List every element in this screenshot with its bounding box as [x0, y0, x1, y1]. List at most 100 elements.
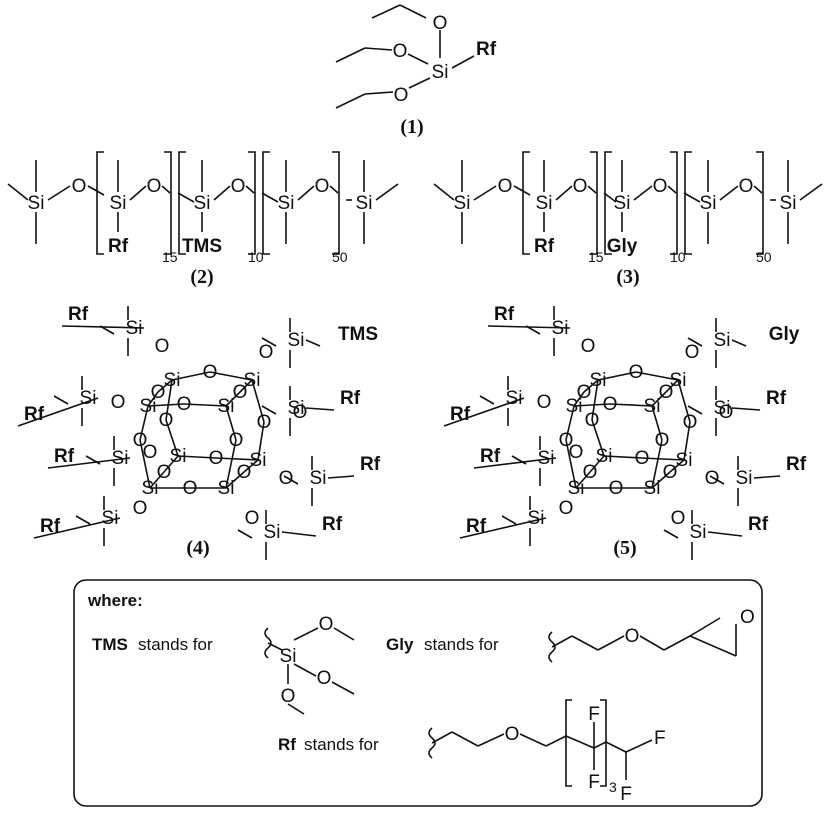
atom-si: Si: [244, 370, 261, 391]
atom-o: O: [209, 448, 224, 469]
atom-si: Si: [568, 478, 585, 499]
atom-si: Si: [690, 522, 707, 543]
compound-label-4: (4): [186, 537, 209, 559]
compound-label-5: (5): [613, 537, 636, 559]
atom-rf: Rf: [340, 388, 361, 409]
atom-o: O: [281, 686, 296, 707]
atom-o: O: [231, 176, 246, 197]
atom-o: O: [569, 442, 584, 463]
compound-2: Si O Si Rf O 15 Si TMS O 10 Si O 50 Si (…: [7, 151, 399, 288]
atom-rf: Rf: [748, 514, 769, 535]
atom-o: O: [629, 362, 644, 383]
legend-rf-key: Rf: [278, 735, 296, 754]
atom-o: O: [739, 176, 754, 197]
atom-si: Si: [536, 193, 553, 214]
atom-rf: Rf: [476, 39, 497, 60]
wavy-bond-icon: [428, 727, 436, 759]
group-gly: Gly: [607, 236, 638, 257]
atom-o: O: [433, 13, 448, 34]
atom-o: O: [573, 176, 588, 197]
atom-o: O: [393, 41, 408, 62]
atom-o: O: [237, 462, 252, 483]
atom-o: O: [581, 336, 596, 357]
legend-tms-key: TMS: [92, 635, 128, 654]
legend-tms-text: stands for: [138, 635, 213, 654]
atom-si: Si: [142, 478, 159, 499]
atom-rf: Rf: [322, 514, 343, 535]
atom-rf: Rf: [766, 388, 787, 409]
atom-si: Si: [280, 646, 297, 667]
atom-si: Si: [780, 193, 797, 214]
atom-o: O: [585, 410, 600, 431]
atom-o: O: [183, 478, 198, 499]
atom-rf: Rf: [480, 446, 501, 467]
atom-si: Si: [288, 330, 305, 351]
atom-si: Si: [528, 508, 545, 529]
atom-f: F: [588, 772, 600, 793]
atom-o: O: [537, 392, 552, 413]
atom-f: F: [620, 784, 632, 805]
atom-si: Si: [164, 370, 181, 391]
atom-o: O: [155, 336, 170, 357]
atom-o: O: [653, 176, 668, 197]
atom-o: O: [583, 462, 598, 483]
atom-si: Si: [278, 193, 295, 214]
atom-si: Si: [596, 446, 613, 467]
atom-si: Si: [356, 193, 373, 214]
atom-o: O: [133, 430, 148, 451]
atom-si: Si: [566, 396, 583, 417]
legend-gly-key: Gly: [386, 635, 414, 654]
legend-gly-text: stands for: [424, 635, 499, 654]
atom-o: O: [143, 442, 158, 463]
atom-o: O: [705, 468, 720, 489]
atom-rf: Rf: [24, 404, 45, 425]
atom-o: O: [147, 176, 162, 197]
atom-si: Si: [140, 396, 157, 417]
atom-o: O: [505, 724, 520, 745]
atom-o: O: [740, 607, 755, 628]
group-tms: TMS: [182, 236, 222, 257]
atom-o: O: [685, 342, 700, 363]
atom-si: Si: [110, 193, 127, 214]
atom-o: O: [319, 614, 334, 635]
atom-rf: Rf: [40, 516, 61, 537]
compound-label-3: (3): [616, 266, 639, 288]
atom-si: Si: [28, 193, 45, 214]
atom-o: O: [257, 412, 272, 433]
atom-o: O: [635, 448, 650, 469]
compound-label-2: (2): [190, 266, 213, 288]
atom-o: O: [245, 508, 260, 529]
atom-si: Si: [676, 450, 693, 471]
compound-label-1: (1): [400, 116, 423, 138]
atom-si: Si: [432, 62, 449, 83]
atom-o: O: [663, 462, 678, 483]
group-gly: Gly: [769, 324, 800, 345]
atom-o: O: [229, 430, 244, 451]
atom-rf: Rf: [450, 404, 471, 425]
repeat-count: 10: [670, 249, 686, 265]
atom-si: Si: [506, 388, 523, 409]
atom-o: O: [159, 410, 174, 431]
atom-si: Si: [310, 468, 327, 489]
repeat-count: 50: [756, 249, 772, 265]
atom-si: Si: [670, 370, 687, 391]
atom-si: Si: [644, 478, 661, 499]
atom-f: F: [588, 704, 600, 725]
atom-rf: Rf: [534, 236, 555, 257]
atom-rf: Rf: [494, 304, 515, 325]
atom-o: O: [559, 498, 574, 519]
rf-repeat-count: 3: [609, 779, 617, 795]
atom-si: Si: [264, 522, 281, 543]
atom-o: O: [671, 508, 686, 529]
atom-si: Si: [194, 193, 211, 214]
atom-si: Si: [454, 193, 471, 214]
atom-o: O: [719, 402, 734, 423]
atom-si: Si: [102, 508, 119, 529]
atom-o: O: [279, 468, 294, 489]
atom-si: Si: [250, 450, 267, 471]
atom-si: Si: [80, 388, 97, 409]
atom-o: O: [683, 412, 698, 433]
atom-o: O: [559, 430, 574, 451]
